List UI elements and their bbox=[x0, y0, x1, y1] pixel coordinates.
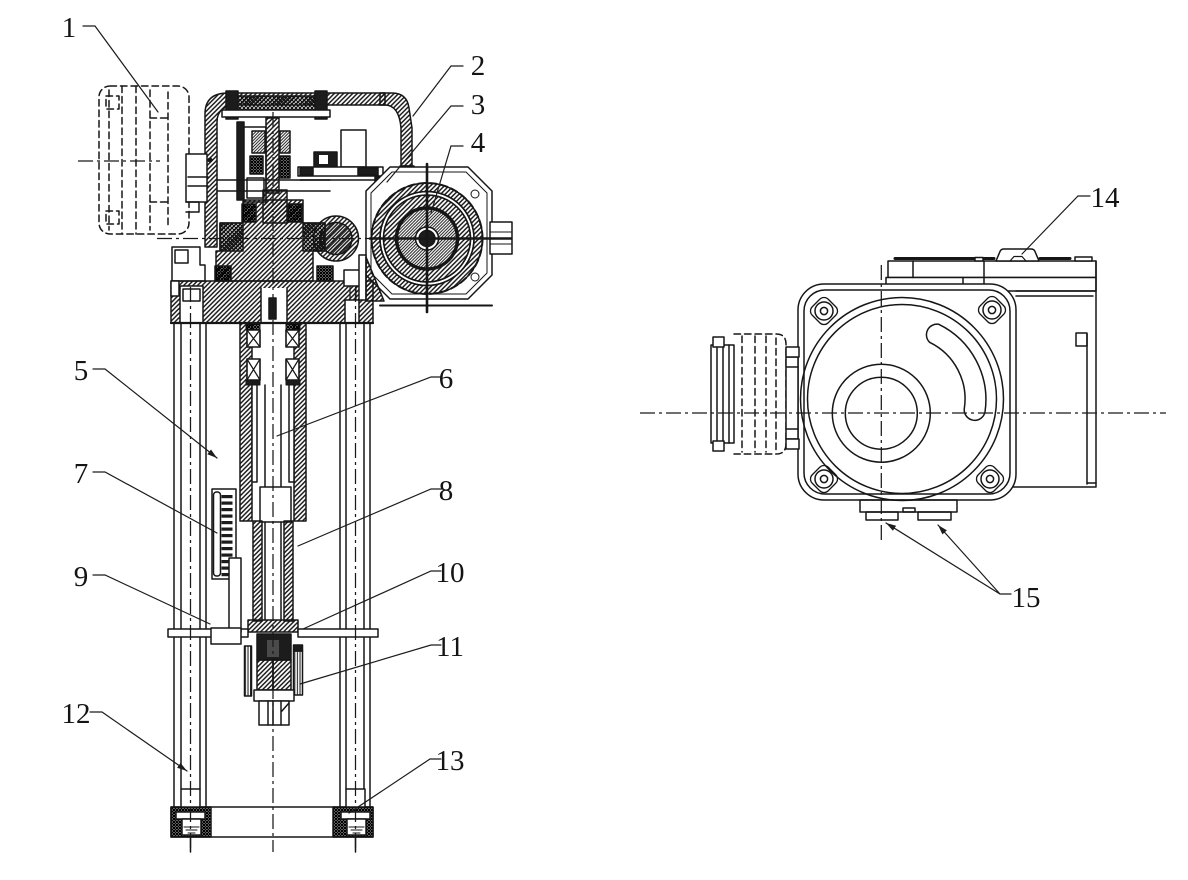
svg-text:3: 3 bbox=[471, 89, 486, 121]
svg-text:4: 4 bbox=[471, 127, 486, 159]
svg-text:12: 12 bbox=[62, 698, 91, 730]
svg-text:1: 1 bbox=[62, 12, 77, 44]
svg-text:2: 2 bbox=[471, 50, 486, 82]
svg-text:15: 15 bbox=[1012, 582, 1041, 614]
svg-text:13: 13 bbox=[436, 745, 465, 777]
svg-text:14: 14 bbox=[1091, 182, 1121, 214]
svg-text:5: 5 bbox=[74, 355, 89, 387]
svg-text:6: 6 bbox=[439, 363, 454, 395]
svg-text:10: 10 bbox=[436, 557, 465, 589]
svg-text:9: 9 bbox=[74, 561, 89, 593]
svg-text:7: 7 bbox=[74, 458, 89, 490]
svg-text:8: 8 bbox=[439, 475, 454, 507]
svg-text:11: 11 bbox=[436, 631, 464, 663]
